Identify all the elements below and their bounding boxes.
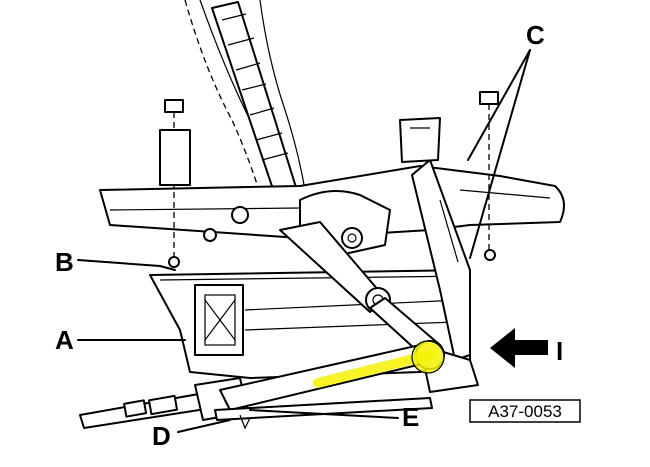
label-c: C	[526, 20, 545, 50]
base-plate	[214, 397, 433, 430]
direction-arrow	[490, 328, 548, 368]
cable-eye-highlight	[313, 340, 445, 388]
mounting-bolts	[159, 91, 499, 270]
label-e: E	[402, 402, 419, 432]
figure-code-box: A37-0053	[469, 399, 581, 423]
shift-housing	[99, 117, 565, 379]
label-b: B	[55, 247, 74, 277]
label-d: D	[152, 421, 171, 451]
label-a: A	[55, 325, 74, 355]
figure-code: A37-0053	[488, 402, 562, 421]
label-arrow-i: I	[556, 336, 563, 366]
leader-lines	[77, 49, 531, 433]
